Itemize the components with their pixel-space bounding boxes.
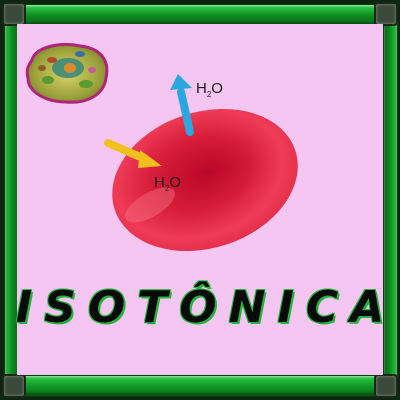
plant-cell-icon	[25, 43, 109, 104]
water-label-out: H2O	[196, 80, 223, 99]
water-label-in: H2O	[154, 174, 181, 193]
frame-corner	[2, 374, 26, 398]
arrow-up-icon	[170, 74, 194, 136]
frame-corner	[374, 2, 398, 26]
frame-corner	[2, 2, 26, 26]
page-title: ISOTÔNICA	[15, 282, 397, 333]
red-blood-cell-icon	[112, 108, 298, 252]
arrow-in-icon	[104, 139, 162, 168]
frame-corner	[374, 374, 398, 398]
